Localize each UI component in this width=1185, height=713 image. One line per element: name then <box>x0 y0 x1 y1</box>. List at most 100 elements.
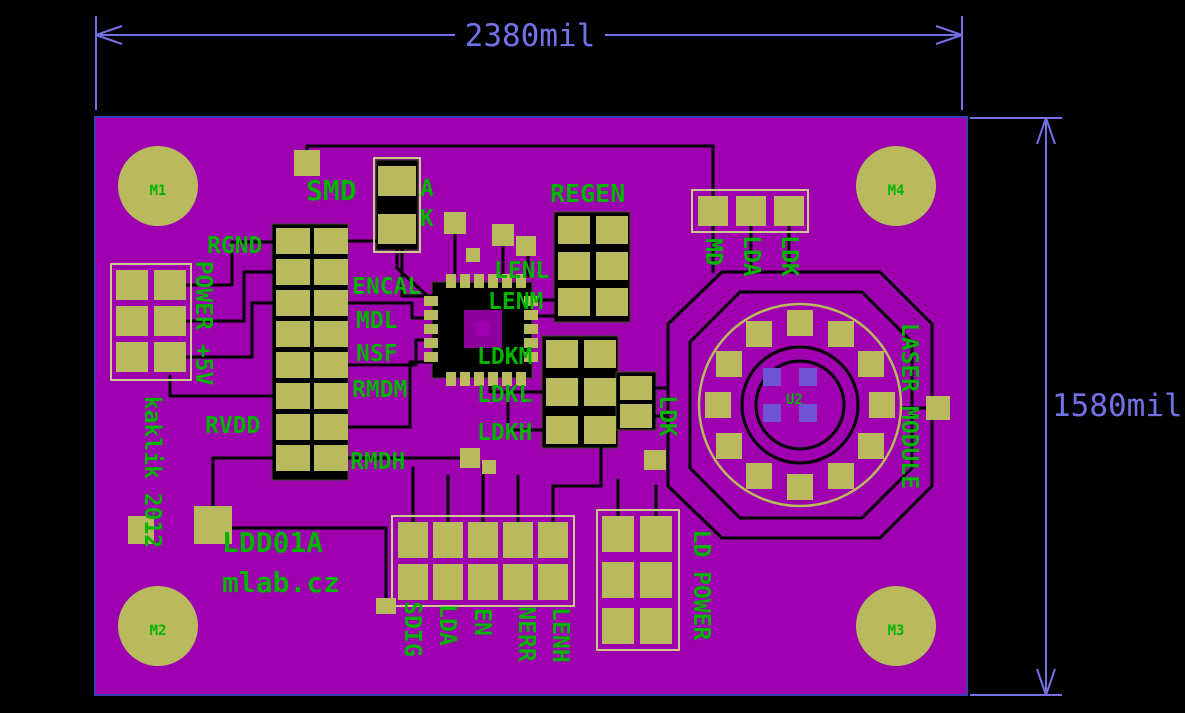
pad <box>474 372 484 386</box>
monitor-connector-outline <box>691 189 809 233</box>
silkscreen-label-power-5v: POWER +5V <box>190 261 216 386</box>
silkscreen-label-laser-module: LASER MODULE <box>896 323 922 489</box>
pad <box>276 321 310 347</box>
pad <box>620 376 652 400</box>
trace <box>551 442 603 524</box>
pad <box>558 216 590 244</box>
qfn-ic <box>424 212 538 474</box>
pad <box>602 608 634 644</box>
mounting-hole-label-m2: M2 <box>150 623 167 639</box>
silkscreen-label-ldkm: LDKM <box>477 344 532 370</box>
silkscreen-label-lda-bottom: LDA <box>434 604 460 646</box>
silkscreen-label-ldk-top: LDK <box>776 235 802 277</box>
trace <box>666 270 934 540</box>
diode-outline <box>373 157 421 253</box>
silkscreen-label-lenh: LENH <box>547 607 573 662</box>
pad <box>746 321 772 347</box>
pad <box>602 562 634 598</box>
pad <box>466 248 480 262</box>
silkscreen-label-rmdh: RMDH <box>350 449 405 475</box>
pad <box>502 274 512 288</box>
silkscreen-label-mdl: MDL <box>356 308 398 334</box>
pad <box>558 288 590 316</box>
pad <box>468 522 498 558</box>
pad <box>538 522 568 558</box>
pad <box>468 564 498 600</box>
power-connector-outline <box>110 263 192 381</box>
silkscreen-label-ldk-mid: LDK <box>654 395 680 437</box>
pad <box>276 445 310 471</box>
pad <box>546 416 578 444</box>
ld-power-outline <box>596 509 680 651</box>
pad <box>858 351 884 377</box>
pad <box>716 351 742 377</box>
pad <box>502 372 512 386</box>
trace <box>395 248 434 302</box>
pad <box>787 474 813 500</box>
pad <box>154 270 186 300</box>
arrow-up-icon <box>1036 117 1056 145</box>
refdes-u2: U2 <box>786 392 803 408</box>
pad <box>620 404 652 428</box>
smd-test-pad <box>294 150 320 176</box>
mounting-hole-m3 <box>856 586 936 666</box>
arrow-right-icon <box>935 25 963 45</box>
trace <box>168 374 278 398</box>
dimension-height-label: 1580mil <box>1052 388 1183 424</box>
mounting-hole-label-m4: M4 <box>888 183 905 199</box>
pad <box>546 340 578 368</box>
pad <box>482 460 496 474</box>
mounting-hole-m4 <box>856 146 936 226</box>
pad <box>424 296 438 306</box>
pad <box>128 516 154 544</box>
pad <box>378 166 416 196</box>
pad <box>276 414 310 440</box>
pad <box>746 463 772 489</box>
pad <box>787 310 813 336</box>
silkscreen-label-smd: SMD <box>306 174 357 207</box>
pad <box>446 372 456 386</box>
laser-module-connector <box>697 302 950 508</box>
trace <box>346 301 434 320</box>
pad <box>194 506 232 544</box>
pad <box>828 463 854 489</box>
pad <box>488 372 498 386</box>
pad <box>524 324 538 334</box>
mounting-hole-label-m1: M1 <box>150 183 167 199</box>
silkscreen-label-nsf: NSF <box>356 341 398 367</box>
silkscreen-label-diode-k: K <box>420 206 434 232</box>
pad <box>716 433 742 459</box>
pad <box>503 522 533 558</box>
pad <box>584 416 616 444</box>
pad <box>314 445 348 471</box>
silkscreen-label-en: EN <box>469 608 495 636</box>
pad <box>314 259 348 285</box>
trace <box>184 240 278 287</box>
mounting-holes <box>118 146 936 666</box>
pad <box>398 564 428 600</box>
silkscreen-label-ld-power: LD POWER <box>688 530 714 641</box>
pad <box>460 372 470 386</box>
trace <box>230 526 388 600</box>
pad <box>584 340 616 368</box>
signal-connector <box>376 515 575 614</box>
via <box>799 404 817 422</box>
pad <box>446 274 456 288</box>
pad <box>116 270 148 300</box>
pad <box>558 252 590 280</box>
mounting-hole-label-m3: M3 <box>888 623 905 639</box>
silkscreen-label-regen: REGEN <box>550 179 625 208</box>
trace <box>688 290 914 520</box>
silkscreen-label-nerr: NERR <box>513 606 539 662</box>
pad <box>503 564 533 600</box>
pad <box>154 306 186 336</box>
trace-ring <box>754 359 846 451</box>
trace <box>488 382 548 394</box>
pad <box>460 274 470 288</box>
pad <box>314 383 348 409</box>
pad <box>524 338 538 348</box>
pad <box>584 378 616 406</box>
pad <box>736 196 766 226</box>
